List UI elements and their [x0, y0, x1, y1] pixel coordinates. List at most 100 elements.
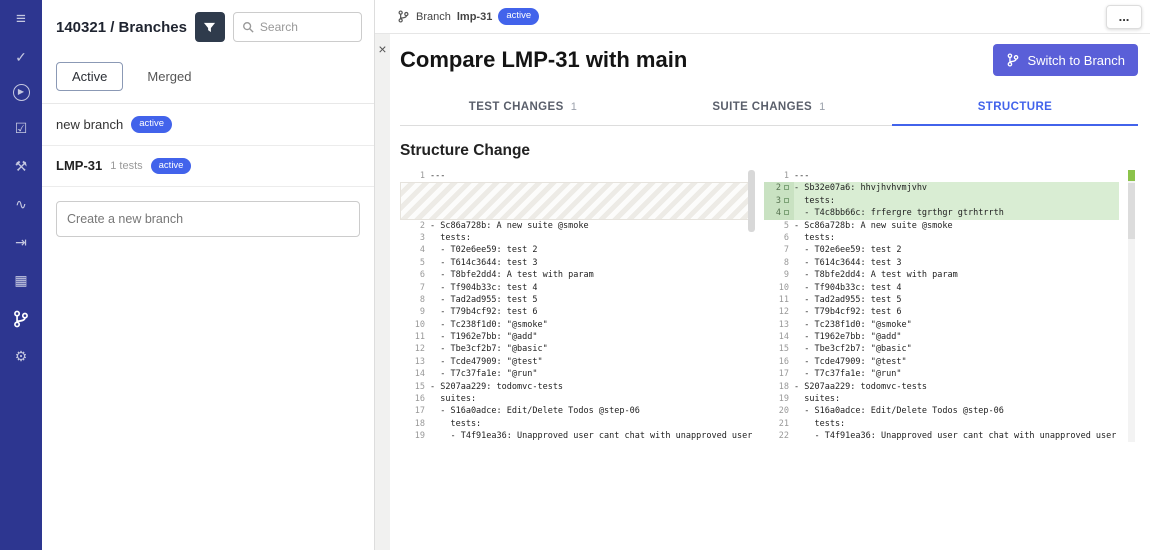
- line-content: - T4f91ea36: Unapproved user cant chat w…: [430, 431, 753, 442]
- search-input[interactable]: [259, 20, 353, 34]
- diff-line: 13 - Tc238f1d0: "@smoke": [764, 319, 1119, 331]
- diff-line: 9 - T8bfe2dd4: A test with param: [764, 269, 1119, 281]
- line-number: 19: [778, 394, 789, 405]
- line-number: 11: [414, 332, 425, 343]
- reports-icon[interactable]: ▦: [14, 272, 28, 288]
- line-number: 13: [778, 319, 789, 330]
- line-number: 5: [783, 220, 789, 231]
- diff-minimap-scrollbar[interactable]: [1128, 170, 1135, 442]
- diff-line: 14 - T1962e7bb: "@add": [764, 331, 1119, 343]
- line-content: tests:: [794, 418, 846, 429]
- compare-view: Branch lmp-31 active ... × Compare LMP-3…: [375, 0, 1150, 550]
- tab-merged-branches[interactable]: Merged: [143, 63, 195, 90]
- line-number: 17: [414, 406, 425, 417]
- line-content: - Tbe3cf2b7: "@basic": [794, 344, 912, 355]
- check-icon[interactable]: ✓: [15, 49, 27, 65]
- line-content: tests:: [794, 195, 835, 206]
- branches-header: 140321 / Branches: [42, 0, 374, 52]
- close-button[interactable]: ×: [378, 41, 387, 57]
- compare-content: Compare LMP-31 with main Switch to Branc…: [390, 34, 1150, 550]
- line-content: tests:: [430, 418, 482, 429]
- activity-icon[interactable]: ∿: [15, 196, 27, 212]
- collapsed-lines-block: [400, 182, 755, 220]
- line-number: 8: [783, 257, 789, 268]
- branches-panel: 140321 / Branches Active Merged new bran…: [42, 0, 375, 550]
- tab-suite-changes[interactable]: SUITE CHANGES 1: [646, 88, 892, 125]
- tools-icon[interactable]: ⚒: [14, 158, 28, 174]
- line-content: - T79b4cf92: test 6: [430, 307, 538, 318]
- tab-test-changes[interactable]: TEST CHANGES 1: [400, 88, 646, 125]
- tab-count: 1: [819, 101, 826, 113]
- scrollbar-thumb[interactable]: [748, 170, 755, 232]
- diff-line: 15- S207aa229: todomvc-tests: [400, 381, 755, 393]
- diff-line: 10 - Tf904b33c: test 4: [764, 282, 1119, 294]
- line-content: - T1962e7bb: "@add": [794, 332, 902, 343]
- minimap-thumb[interactable]: [1128, 183, 1135, 239]
- app-sidebar: ≡ ✓ ▶ ☑ ⚒ ∿ ⇥ ▦ ⚙: [0, 0, 42, 550]
- settings-icon[interactable]: ⚙: [14, 348, 28, 364]
- branch-icon: [398, 10, 409, 23]
- line-content: - Tf904b33c: test 4: [794, 282, 902, 293]
- menu-icon[interactable]: ≡: [16, 9, 26, 28]
- more-options-button[interactable]: ...: [1106, 4, 1142, 29]
- line-content: - Tad2ad955: test 5: [794, 294, 902, 305]
- line-number: 18: [414, 418, 425, 429]
- branch-label: Branch: [416, 10, 451, 23]
- line-number: 10: [414, 319, 425, 330]
- create-branch-input[interactable]: [56, 201, 360, 237]
- section-title: Structure Change: [400, 142, 531, 159]
- line-number: 11: [778, 294, 789, 305]
- line-content: - S16a0adce: Edit/Delete Todos @step-06: [430, 406, 640, 417]
- diff-line: 6 tests:: [764, 232, 1119, 244]
- line-content: suites:: [430, 394, 477, 405]
- branch-row-new-branch[interactable]: new branch active: [42, 104, 374, 146]
- diff-line: 5- Sc86a728b: A new suite @smoke: [764, 220, 1119, 232]
- filter-button[interactable]: [194, 12, 225, 42]
- added-marker-icon: [784, 197, 789, 203]
- diff-line: 16 suites:: [400, 393, 755, 405]
- diff-line: 8 - Tad2ad955: test 5: [400, 294, 755, 306]
- diff-line: 15 - Tbe3cf2b7: "@basic": [764, 343, 1119, 355]
- switch-to-branch-label: Switch to Branch: [1027, 52, 1125, 68]
- diff-line: 20 - S16a0adce: Edit/Delete Todos @step-…: [764, 405, 1119, 417]
- divider: [42, 103, 374, 104]
- line-content: - Tcde47909: "@test": [794, 356, 907, 367]
- diff-line: 12 - T79b4cf92: test 6: [764, 306, 1119, 318]
- branch-row-lmp-31[interactable]: LMP-31 1 tests active: [42, 146, 374, 187]
- line-number: 15: [414, 381, 425, 392]
- line-number: 12: [414, 344, 425, 355]
- diff-line: 19 suites:: [764, 393, 1119, 405]
- line-content: - S16a0adce: Edit/Delete Todos @step-06: [794, 406, 1004, 417]
- line-content: - Tad2ad955: test 5: [430, 294, 538, 305]
- diff-line: 17 - T7c37fa1e: "@run": [764, 368, 1119, 380]
- line-number: 14: [414, 369, 425, 380]
- diff-line-added: 4 - T4c8bb66c: frfergre tgrthgr gtrhtrrt…: [764, 207, 1119, 220]
- diff-line: 6 - T8bfe2dd4: A test with param: [400, 269, 755, 281]
- switch-to-branch-button[interactable]: Switch to Branch: [993, 44, 1138, 76]
- tab-structure[interactable]: STRUCTURE: [892, 88, 1138, 126]
- signin-icon[interactable]: ⇥: [15, 234, 27, 250]
- branch-search: [232, 12, 362, 42]
- line-content: - T02e6ee59: test 2: [430, 245, 538, 256]
- status-badge: active: [131, 116, 173, 133]
- line-number: 22: [778, 431, 789, 442]
- line-content: - Tc238f1d0: "@smoke": [430, 319, 548, 330]
- line-content: tests:: [794, 232, 835, 243]
- line-content: - T8bfe2dd4: A test with param: [794, 270, 958, 281]
- line-number: 12: [778, 307, 789, 318]
- diff-line: 2- Sc86a728b: A new suite @smoke: [400, 220, 755, 232]
- page-title: Compare LMP-31 with main: [400, 47, 688, 72]
- branch-name: lmp-31: [456, 10, 493, 23]
- line-number: 13: [414, 356, 425, 367]
- branch-icon[interactable]: [10, 307, 32, 329]
- line-number: 1: [783, 171, 789, 181]
- diff-line: 22 - T4f91ea36: Unapproved user cant cha…: [764, 430, 1119, 442]
- line-content: - T8bfe2dd4: A test with param: [430, 270, 594, 281]
- diff-line: 17 - S16a0adce: Edit/Delete Todos @step-…: [400, 405, 755, 417]
- diff-line: 5 - T614c3644: test 3: [400, 257, 755, 269]
- diff-line: 4 - T02e6ee59: test 2: [400, 244, 755, 256]
- line-number: 6: [419, 270, 425, 281]
- run-icon[interactable]: ▶: [12, 84, 30, 101]
- tab-active-branches[interactable]: Active: [56, 62, 124, 91]
- checklist-icon[interactable]: ☑: [14, 120, 28, 136]
